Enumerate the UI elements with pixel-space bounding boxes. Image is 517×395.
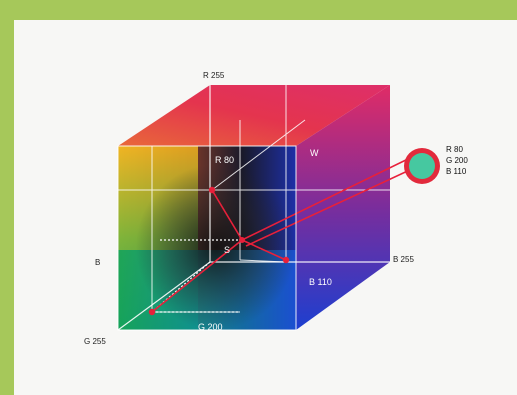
origin-label: B: [95, 258, 100, 267]
color-point: [239, 237, 245, 243]
color-swatch: [404, 148, 440, 184]
g-value-label: G 200: [198, 322, 223, 332]
b-point: [283, 257, 289, 263]
b-axis-label: B 255: [393, 255, 414, 264]
r-value-label: R 80: [215, 155, 234, 165]
g-point: [149, 309, 155, 315]
callout-g-text: G 200: [446, 156, 468, 165]
callout-r-text: R 80: [446, 145, 463, 154]
callout-b-text: B 110: [446, 167, 467, 176]
white-corner-label: W: [310, 148, 319, 158]
black-corner-label: S: [224, 245, 230, 255]
r-axis-label: R 255: [203, 71, 225, 80]
r-point: [209, 187, 215, 193]
b-value-label: B 110: [309, 277, 332, 287]
g-axis-label: G 255: [84, 337, 106, 346]
cube-front-face: [118, 146, 296, 330]
